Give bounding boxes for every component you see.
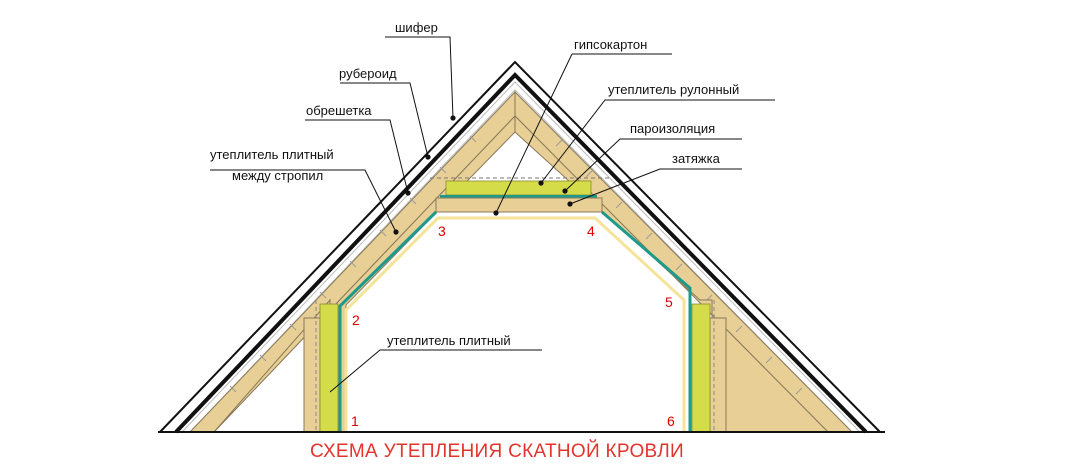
label-between-rafters: между стропил	[232, 168, 323, 183]
right-post	[709, 317, 727, 433]
ceiling-assembly	[430, 177, 610, 213]
point-1: 1	[351, 413, 359, 429]
right-wall-insulation	[691, 303, 711, 433]
knee-wall-insulation	[319, 303, 711, 433]
leaders	[210, 36, 775, 393]
diagram-title: СХЕМА УТЕПЛЕНИЯ СКАТНОЙ КРОВЛИ	[310, 440, 684, 462]
vapor-barrier	[338, 210, 692, 432]
point-5: 5	[665, 294, 673, 310]
label-roofing-felt: рубероид	[339, 66, 397, 81]
vapor-barrier-ceiling	[440, 195, 597, 198]
point-3: 3	[438, 223, 446, 239]
tie-beam	[435, 197, 603, 213]
label-vapor-barrier: пароизоляция	[630, 121, 715, 136]
roll-insulation	[445, 180, 592, 196]
drywall	[344, 216, 686, 432]
label-plate-insulation-bottom: утеплитель плитный	[387, 333, 511, 348]
point-6: 6	[667, 413, 675, 429]
point-2: 2	[352, 312, 360, 328]
vapor-barrier-right	[601, 210, 692, 432]
label-tie-beam: затяжка	[672, 151, 721, 166]
roofing-felt-layer	[174, 72, 868, 434]
label-plate-insulation-top: утеплитель плитный	[210, 147, 334, 162]
wall-posts	[303, 317, 727, 433]
hidden-lines	[315, 300, 715, 432]
labels: шифер рубероид обрешетка утеплитель плит…	[210, 20, 739, 348]
left-wall-insulation	[319, 303, 339, 433]
label-roll-insulation: утеплитель рулонный	[608, 82, 739, 97]
inner-board-left	[213, 114, 516, 433]
slate-layer	[159, 60, 881, 433]
drywall-lining	[344, 216, 686, 432]
point-numbers: 1 2 3 4 5 6	[351, 223, 675, 429]
point-4: 4	[587, 223, 595, 239]
left-post	[303, 317, 321, 433]
label-drywall: гипсокартон	[574, 37, 647, 52]
rafter-left	[188, 90, 516, 433]
vapor-barrier-left	[338, 210, 438, 432]
label-battens: обрешетка	[306, 103, 372, 118]
label-slate: шифер	[395, 20, 438, 35]
